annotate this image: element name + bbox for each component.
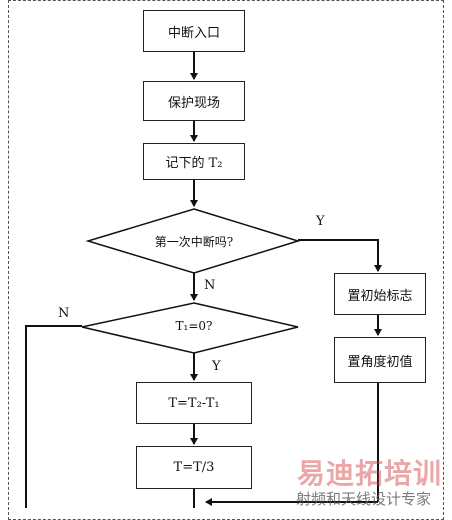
decision-first-interrupt	[85, 208, 301, 274]
node-entry: 中断入口	[143, 10, 245, 52]
decision-t1-zero-label: T₁=0?	[175, 319, 213, 333]
node-set-flag-label: 置初始标志	[347, 288, 413, 304]
flowchart-connectors	[25, 52, 382, 508]
edge-label-first-no: N	[204, 278, 216, 293]
decision-t1-zero	[81, 302, 299, 354]
node-compute-t-label: T=T₂-T₁	[168, 395, 220, 411]
decision-first-interrupt-label: 第一次中断吗?	[154, 235, 234, 249]
node-compute-t: T=T₂-T₁	[136, 382, 252, 424]
edge-label-first-yes: Y	[316, 214, 325, 229]
node-save-context: 保护现场	[143, 81, 245, 121]
node-divide-t: T=T/3	[136, 446, 252, 489]
node-set-angle-label: 置角度初值	[347, 354, 413, 370]
watermark-tagline: 射频和天线设计专家	[296, 490, 432, 508]
node-set-angle: 置角度初值	[334, 337, 426, 383]
edge-label-t1-no: N	[58, 306, 70, 321]
edge-decision2-no	[25, 325, 82, 508]
edge-decision1-yes	[298, 239, 382, 272]
node-record-t2-label: 记下的 T₂	[165, 156, 223, 171]
node-entry-label: 中断入口	[167, 25, 220, 41]
edge-label-t1-yes: Y	[212, 359, 221, 374]
node-set-flag: 置初始标志	[334, 273, 426, 315]
node-save-context-label: 保护现场	[167, 95, 220, 111]
node-record-t2: 记下的 T₂	[143, 143, 245, 180]
watermark-logo: 易迪拓培训	[297, 457, 443, 490]
node-divide-t-label: T=T/3	[173, 460, 215, 475]
